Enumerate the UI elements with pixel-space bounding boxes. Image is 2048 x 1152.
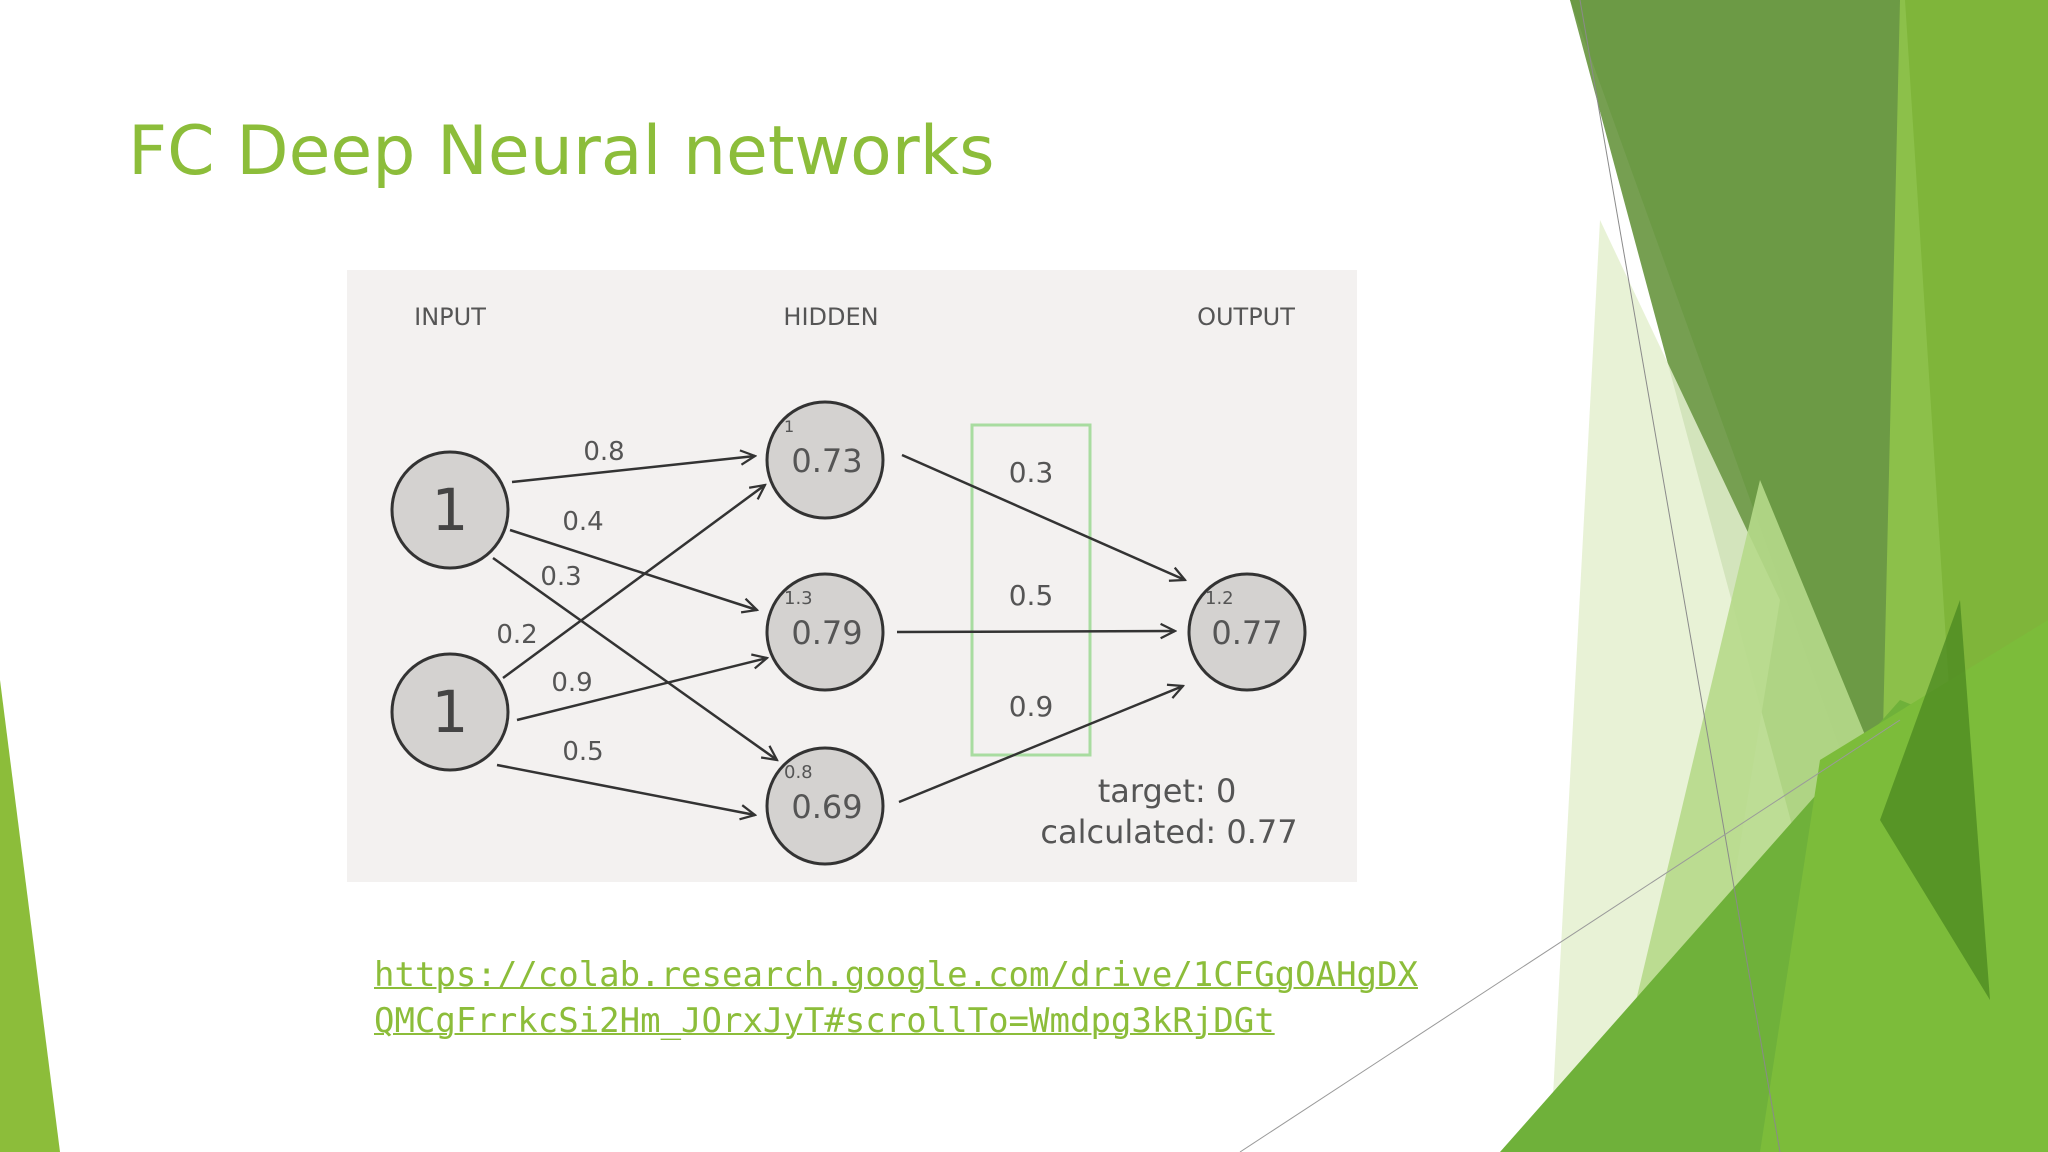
weight-label: 0.2 xyxy=(496,620,537,650)
colab-link[interactable]: https://colab.research.google.com/drive/… xyxy=(374,952,1418,1044)
weight-label: 0.5 xyxy=(1009,579,1054,612)
colab-link-line-2: QMCgFrrkcSi2Hm_JOrxJyT#scrollTo=Wmdpg3kR… xyxy=(374,1001,1275,1041)
weight-label: 0.9 xyxy=(1009,690,1054,723)
edge-h1-o xyxy=(901,453,1185,580)
svg-text:1.2: 1.2 xyxy=(1205,588,1234,609)
input-hidden-edges xyxy=(492,453,1185,815)
hidden-node: 0.8 0.69 xyxy=(765,746,885,866)
input-node: 1 xyxy=(390,652,510,772)
svg-text:1.3: 1.3 xyxy=(784,588,813,609)
weight-label: 0.9 xyxy=(551,668,592,698)
weight-label: 0.8 xyxy=(583,437,624,467)
edge-i2-h2 xyxy=(516,658,767,722)
slide-title: FC Deep Neural networks xyxy=(128,112,995,191)
edge-h3-o xyxy=(898,686,1183,804)
edge-i2-h3 xyxy=(496,763,755,815)
edge-i1-h1 xyxy=(511,456,755,484)
svg-text:0.73: 0.73 xyxy=(791,442,862,480)
svg-text:0.8: 0.8 xyxy=(784,762,813,783)
hidden-node: 1.3 0.79 xyxy=(765,572,885,692)
edge-h2-o xyxy=(896,631,1175,632)
hidden-layer-label: HIDDEN xyxy=(783,303,878,331)
calculated-text: calculated: 0.77 xyxy=(1040,813,1297,851)
svg-text:0.77: 0.77 xyxy=(1211,614,1282,652)
weights-highlight-box xyxy=(970,423,1092,757)
output-node: 1.2 0.77 xyxy=(1187,572,1307,692)
svg-text:1: 1 xyxy=(784,417,794,436)
input-node: 1 xyxy=(390,450,510,570)
weight-label: 0.5 xyxy=(562,737,603,767)
edge-i1-h2 xyxy=(509,528,757,610)
input-layer-label: INPUT xyxy=(414,303,486,331)
hidden-node: 1 0.73 xyxy=(765,400,885,520)
svg-text:0.69: 0.69 xyxy=(791,788,862,826)
neural-network-diagram: INPUT HIDDEN OUTPUT 0.8 0.4 0.3 0.2 0.9 … xyxy=(347,270,1357,882)
svg-text:1: 1 xyxy=(432,678,469,746)
target-text: target: 0 xyxy=(1098,772,1237,810)
colab-link-line-1: https://colab.research.google.com/drive/… xyxy=(374,955,1418,995)
output-layer-label: OUTPUT xyxy=(1197,303,1295,331)
weight-label: 0.4 xyxy=(562,507,603,537)
weight-label: 0.3 xyxy=(540,562,581,592)
weight-label: 0.3 xyxy=(1009,456,1054,489)
edge-i1-h3 xyxy=(492,556,777,760)
svg-text:0.79: 0.79 xyxy=(791,614,862,652)
edge-i2-h1 xyxy=(502,485,765,680)
svg-text:1: 1 xyxy=(432,476,469,544)
